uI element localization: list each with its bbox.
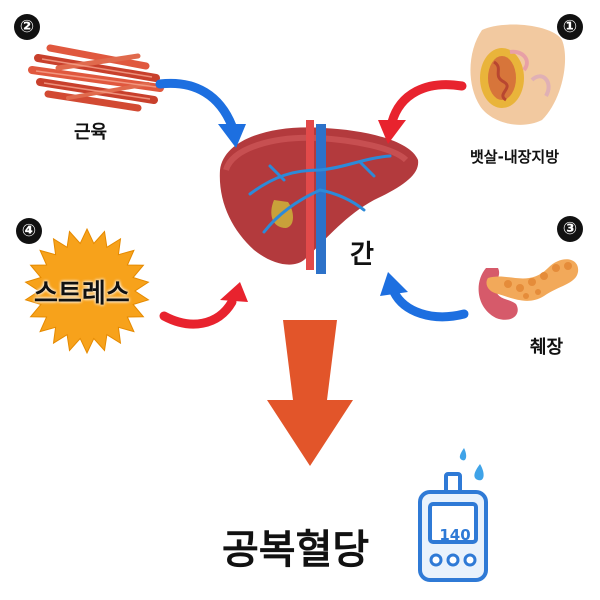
muscle-label: 근육	[74, 122, 108, 143]
arrow-fat-to-liver	[378, 80, 467, 144]
visceral-fat-label: 뱃살-내장지방	[470, 148, 560, 166]
meter-reading: 140	[439, 526, 471, 544]
pancreas-label: 췌장	[530, 337, 564, 358]
stress-starburst	[24, 227, 150, 355]
muscle-illustration	[28, 44, 164, 112]
down-arrow	[267, 320, 353, 466]
stress-label: 스트레스	[34, 279, 130, 309]
arrow-stress-to-liver	[159, 282, 248, 329]
pancreas-illustration	[478, 259, 579, 320]
glucose-meter-icon	[418, 448, 488, 582]
belly-fat-illustration	[470, 24, 566, 125]
marker-2: ②	[14, 14, 40, 40]
arrow-pancreas-to-liver	[380, 272, 469, 322]
liver-illustration	[219, 120, 419, 274]
marker-3: ③	[557, 216, 583, 242]
arrow-muscle-to-liver	[155, 78, 246, 148]
fasting-glucose-title: 공복혈당	[222, 527, 370, 573]
marker-1: ①	[557, 14, 583, 40]
marker-4: ④	[16, 218, 42, 244]
liver-label: 간	[350, 240, 374, 270]
